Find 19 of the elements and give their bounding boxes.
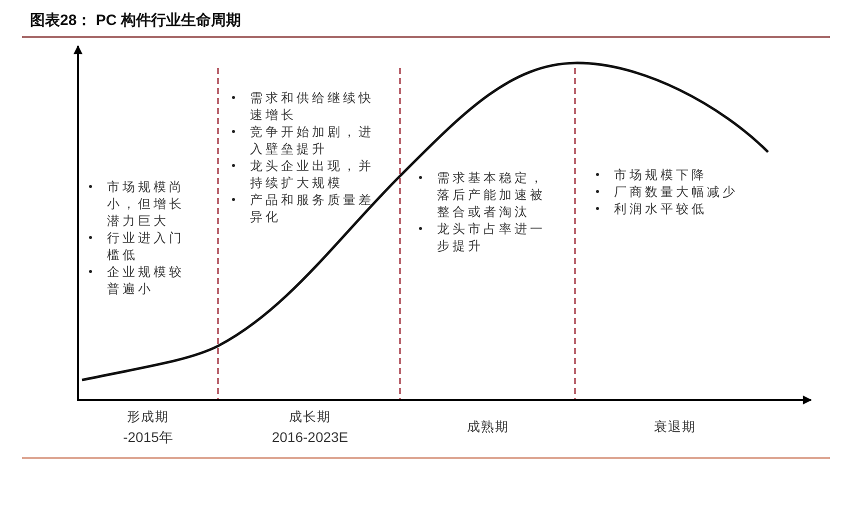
bullet-text: 行业进入门槛低 xyxy=(107,229,186,263)
year-label: 2016-2023E xyxy=(272,429,348,445)
stage-label: 成长期 xyxy=(289,410,331,426)
bullet-text: 产品和服务质量差异化 xyxy=(250,191,375,225)
stage-label: 衰退期 xyxy=(654,420,696,436)
stage-label: 成熟期 xyxy=(467,420,509,436)
bullet-text: 竞争开始加剧，进入壁垒提升 xyxy=(250,123,375,157)
bullet-text: 企业规模较普遍小 xyxy=(107,263,186,297)
bullet-text: 需求和供给继续快速增长 xyxy=(250,89,375,123)
bullet-text: 市场规模尚小，但增长潜力巨大 xyxy=(107,178,186,229)
bullet-text: 龙头企业出现，并持续扩大规模 xyxy=(250,157,375,191)
chart-title: 图表28： PC 构件行业生命周期 xyxy=(30,12,241,30)
bullet-text: 市场规模下降 xyxy=(614,166,708,183)
bullet-text: 需求基本稳定，落后产能加速被整合或者淘汰 xyxy=(437,169,546,220)
bullet-text: 利润水平较低 xyxy=(614,200,708,217)
year-label: -2015年 xyxy=(123,429,173,445)
bullet-text: 龙头市占率进一步提升 xyxy=(437,220,546,254)
stage-label: 形成期 xyxy=(127,410,169,426)
bullet-text: 厂商数量大幅减少 xyxy=(614,183,739,200)
